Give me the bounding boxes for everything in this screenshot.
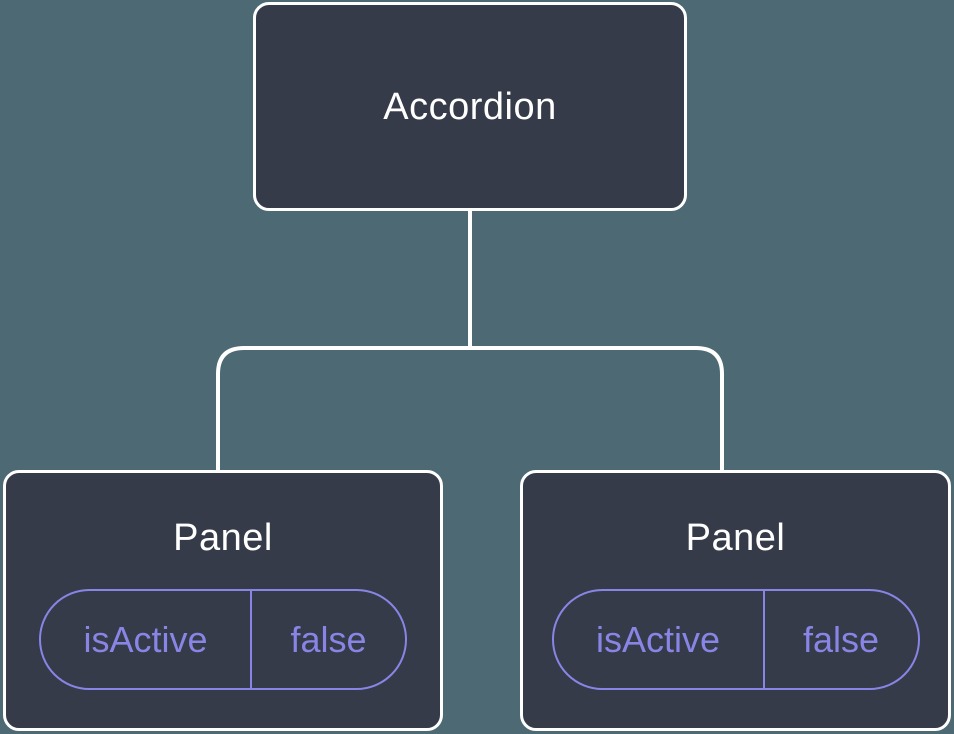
- state-value-label: false: [290, 618, 367, 660]
- connector-bracket: [216, 346, 724, 470]
- component-label: Panel: [685, 517, 786, 559]
- component-label: Accordion: [383, 85, 557, 128]
- state-name-label: isActive: [41, 591, 253, 688]
- state-pill: isActive false: [39, 589, 407, 690]
- component-node-panel-left: Panel isActive false: [3, 470, 443, 731]
- component-node-accordion: Accordion: [253, 2, 687, 211]
- state-pill: isActive false: [551, 589, 920, 690]
- state-name-label: isActive: [554, 591, 765, 688]
- component-label: Panel: [173, 517, 273, 559]
- state-value-label: false: [803, 618, 880, 660]
- component-node-panel-right: Panel isActive false: [520, 470, 951, 731]
